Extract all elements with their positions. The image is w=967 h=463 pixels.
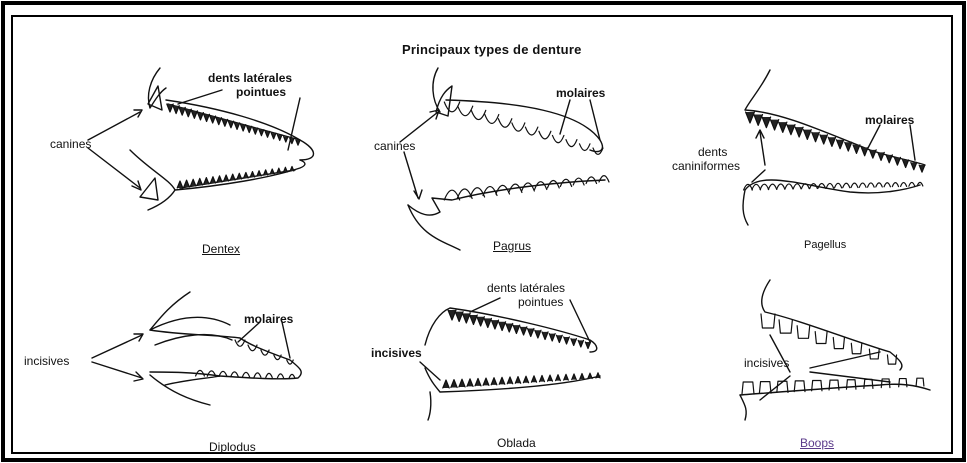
diplodus-drawing [150,292,301,405]
pagellus-caption: Pagellus [804,240,846,251]
diplodus-label-molaires: molaires [244,313,293,325]
diplodus-caption: Diplodus [209,441,256,453]
boops-lower-teeth [742,378,924,394]
outer-border [3,3,964,460]
oblada-upper-teeth [448,310,591,349]
boops-drawing [740,280,930,420]
dentex-caption: Dentex [202,243,240,255]
oblada-label-lateral: dents latérales [487,282,565,294]
dentex-label-lateral: dents latérales [208,72,292,84]
pagrus-caption: Pagrus [493,240,531,252]
pagellus-label-molaires: molaires [865,114,914,126]
pagrus-label-molaires: molaires [556,87,605,99]
pagellus-label-caniniformes: caniniformes [672,160,740,172]
diagram-title: Principaux types de denture [402,43,582,56]
pagellus-drawing [743,70,925,225]
dentex-label-pointues: pointues [236,86,286,98]
dentex-lower-teeth [177,166,294,188]
boops-label-incisives: incisives [744,357,789,369]
diplodus-upper-teeth [235,340,293,364]
dentex-upper-teeth [167,104,300,145]
oblada-label-incisives: incisives [371,347,422,359]
diplodus-label-incisives: incisives [24,355,69,367]
dentex-label-canines: canines [50,138,91,150]
boops-caption: Boops [800,437,834,449]
oblada-caption: Oblada [497,437,536,449]
inner-border [12,16,952,453]
pagrus-label-canines: canines [374,140,415,152]
oblada-label-pointues: pointues [518,296,563,308]
pagellus-label-dents: dents [698,146,727,158]
pagrus-upper-teeth [444,102,603,154]
